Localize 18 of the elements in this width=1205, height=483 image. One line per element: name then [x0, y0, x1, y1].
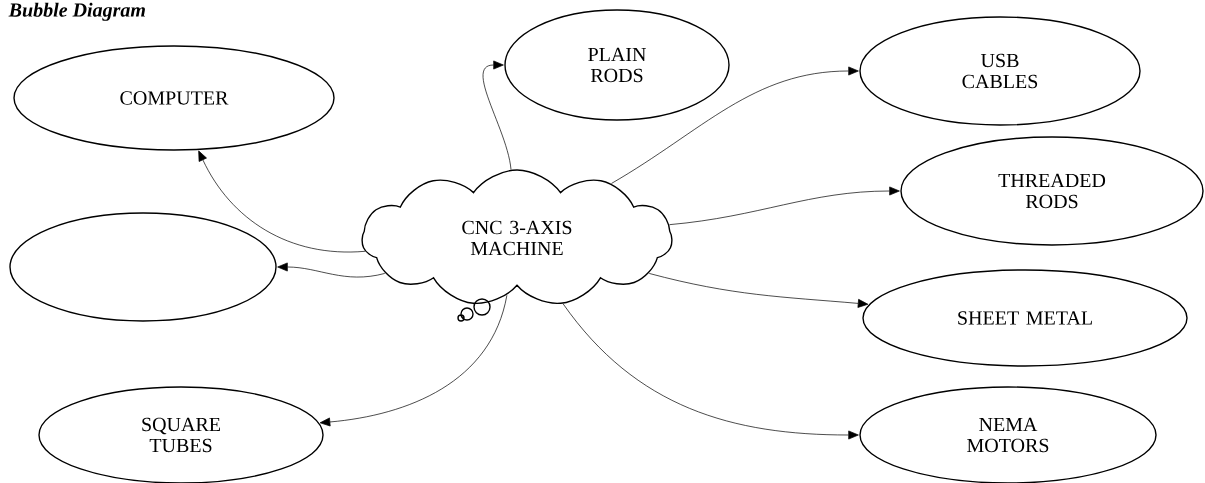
- arrow: [277, 262, 386, 278]
- cloud-bubble: CNC 3-AXIS MACHINE: [361, 169, 673, 305]
- ellipse-bubble: THREADED RODS: [900, 136, 1204, 246]
- arrow: [198, 150, 366, 253]
- ellipse-bubble: [9, 212, 277, 322]
- arrow: [482, 60, 512, 170]
- ellipse-bubble: COMPUTER: [13, 45, 335, 151]
- title: Bubble Diagram: [8, 2, 145, 21]
- arrow: [611, 66, 859, 184]
- ellipse-bubble: USB CABLES: [859, 16, 1141, 126]
- ellipse-bubble: SQUARE TUBES: [38, 386, 324, 483]
- arrow: [319, 294, 508, 427]
- ellipse-bubble: PLAIN RODS: [504, 9, 730, 121]
- arrow: [669, 186, 900, 225]
- ellipse-bubble: SHEET METAL: [862, 269, 1188, 367]
- arrow: [562, 303, 859, 440]
- arrow: [648, 273, 869, 308]
- ellipse-bubble: NEMA MOTORS: [859, 386, 1157, 483]
